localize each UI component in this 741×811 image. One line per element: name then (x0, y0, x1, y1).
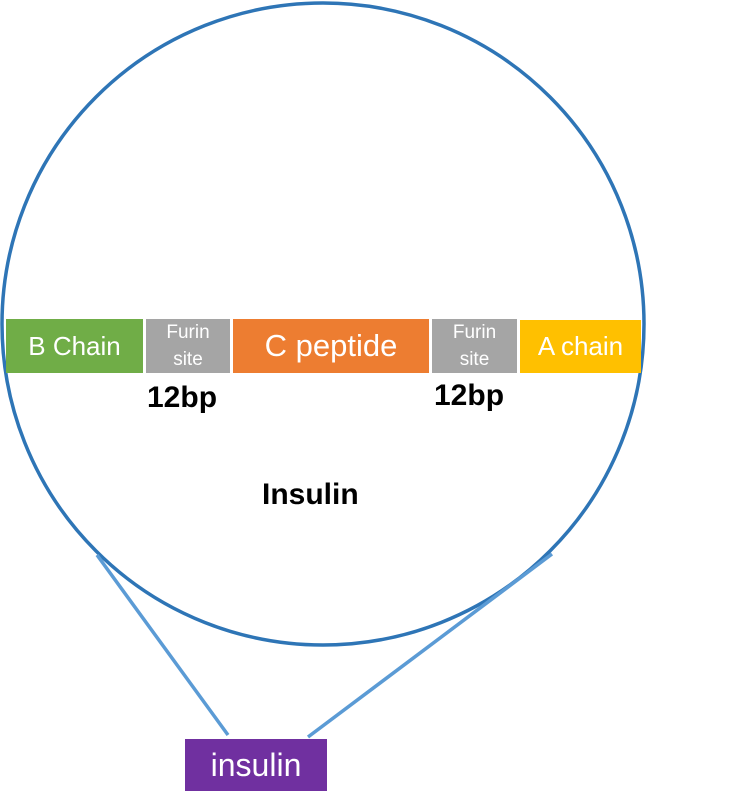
zoom-circle (0, 1, 646, 647)
bp-label-right: 12bp (434, 379, 505, 412)
furin-site-segment-1: Furin site (146, 319, 230, 373)
circle-title: Insulin (262, 478, 359, 511)
insulin-gene-label: insulin (210, 746, 302, 783)
furin-site-2-line1: Furin (452, 322, 497, 343)
b-chain-label: B Chain (28, 330, 121, 361)
bp-label-left: 12bp (147, 381, 218, 414)
a-chain-segment: A chain (520, 320, 641, 373)
furin-site-1-line2: site (173, 349, 203, 370)
furin-site-segment-2: Furin site (432, 319, 517, 373)
c-peptide-segment: C peptide (233, 319, 429, 373)
b-chain-segment: B Chain (6, 319, 143, 373)
connector-line-right (306, 552, 554, 739)
connector-line-left (95, 553, 230, 737)
a-chain-label: A chain (537, 331, 624, 361)
c-peptide-label: C peptide (264, 328, 398, 363)
furin-site-2-line2: site (459, 349, 490, 370)
furin-site-1-line1: Furin (166, 322, 210, 343)
insulin-gene-box: insulin (185, 739, 327, 791)
